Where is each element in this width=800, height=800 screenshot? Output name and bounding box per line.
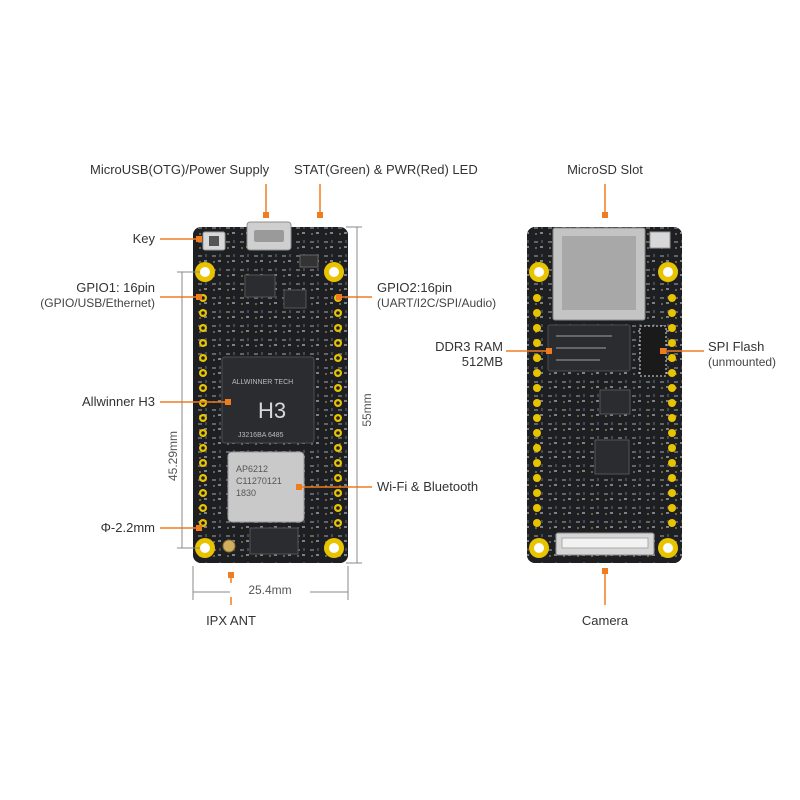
allwinner-label: Allwinner H3	[82, 394, 155, 409]
microsd-label: MicroSD Slot	[567, 162, 643, 177]
mounting-holes-back	[529, 262, 678, 558]
gpio1-header	[199, 294, 207, 527]
gpio2-sub-label: (UART/I2C/SPI/Audio)	[377, 296, 497, 310]
camera-label: Camera	[581, 613, 629, 628]
pointer-lines	[160, 184, 704, 605]
microsd-slot	[552, 227, 646, 321]
gpio1-sub-label: (GPIO/USB/Ethernet)	[40, 296, 155, 310]
svg-text:C11270121: C11270121	[236, 476, 282, 486]
hole-diameter-label: Φ-2.2mm	[100, 520, 155, 535]
svg-text:J3216BA 6485: J3216BA 6485	[238, 432, 284, 439]
key-label: Key	[132, 231, 155, 246]
svg-text:H3: H3	[258, 398, 286, 423]
front-board: ALLWINNER TECH H3 J3216BA 6485 AP6212 C1…	[193, 221, 348, 563]
svg-text:AP6212: AP6212	[236, 464, 268, 474]
wifi-module: AP6212 C11270121 1830	[227, 451, 305, 523]
ddr3-chip	[547, 324, 631, 372]
spi-sub-label: (unmounted)	[708, 355, 777, 369]
wifi-label: Wi-Fi & Bluetooth	[377, 479, 479, 494]
soc-chip: ALLWINNER TECH H3 J3216BA 6485	[221, 356, 315, 444]
height-dimension: 55mm	[360, 393, 374, 427]
camera-connector	[555, 532, 655, 556]
gpio1-title-label: GPIO1: 16pin	[76, 280, 155, 295]
spi-title-label: SPI Flash	[708, 339, 765, 354]
svg-text:ALLWINNER TECH: ALLWINNER TECH	[232, 379, 293, 386]
ipx-label: IPX ANT	[206, 613, 256, 628]
microusb-label: MicroUSB(OTG)/Power Supply	[90, 162, 270, 177]
hole-spacing-dimension: 45.29mm	[166, 430, 180, 482]
led-label: STAT(Green) & PWR(Red) LED	[294, 162, 478, 177]
ddr3-sub-label: 512MB	[461, 354, 503, 369]
mounting-holes-front	[195, 262, 344, 558]
ipx-connector	[222, 539, 236, 553]
back-board	[527, 227, 682, 563]
width-dimension: 25.4mm	[230, 583, 310, 597]
gpio2-title-label: GPIO2:16pin	[377, 280, 453, 295]
svg-text:1830: 1830	[236, 488, 256, 498]
ddr3-title-label: DDR3 RAM	[435, 339, 503, 354]
